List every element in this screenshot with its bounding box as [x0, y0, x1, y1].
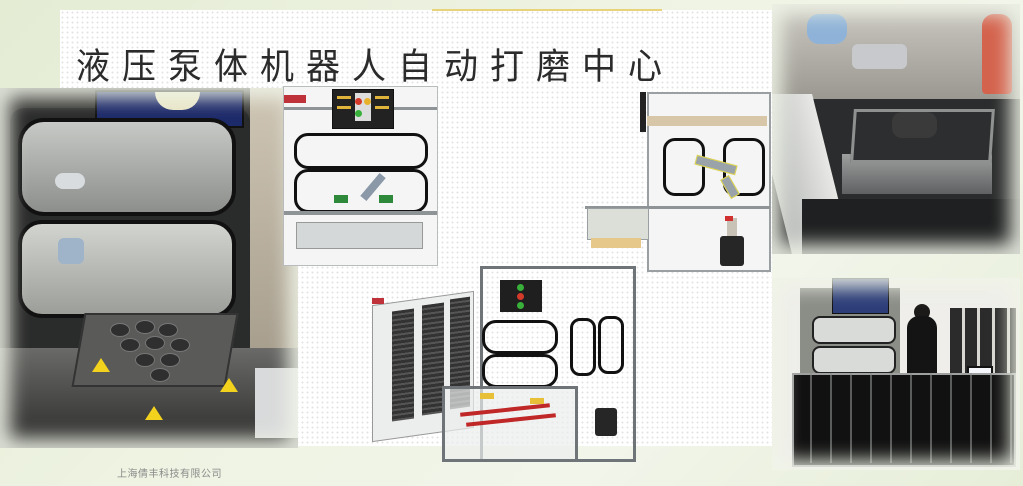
warning-icon	[145, 406, 163, 420]
photo-grinding-cell	[0, 88, 298, 448]
cell-window-top	[18, 118, 236, 216]
slide-title: 液压泵体机器人自动打磨中心	[76, 45, 674, 88]
cad-isometric-view	[370, 258, 640, 466]
cad-side-view	[585, 88, 771, 272]
footer-company-name: 上海倩丰科技有限公司	[117, 469, 222, 480]
cell-window-bottom	[18, 220, 236, 318]
photo-operator-station	[772, 278, 1020, 470]
hmi-screen-photo	[832, 278, 889, 314]
cad-front-view	[283, 86, 438, 266]
warning-icon	[220, 378, 238, 392]
pump-body-part	[892, 112, 937, 138]
hmi-screen-icon	[500, 280, 542, 312]
warning-icon	[92, 358, 110, 372]
title-accent-line	[432, 9, 662, 11]
photo-robot-grinding-part	[772, 4, 1020, 254]
hmi-screen-icon	[332, 89, 394, 129]
